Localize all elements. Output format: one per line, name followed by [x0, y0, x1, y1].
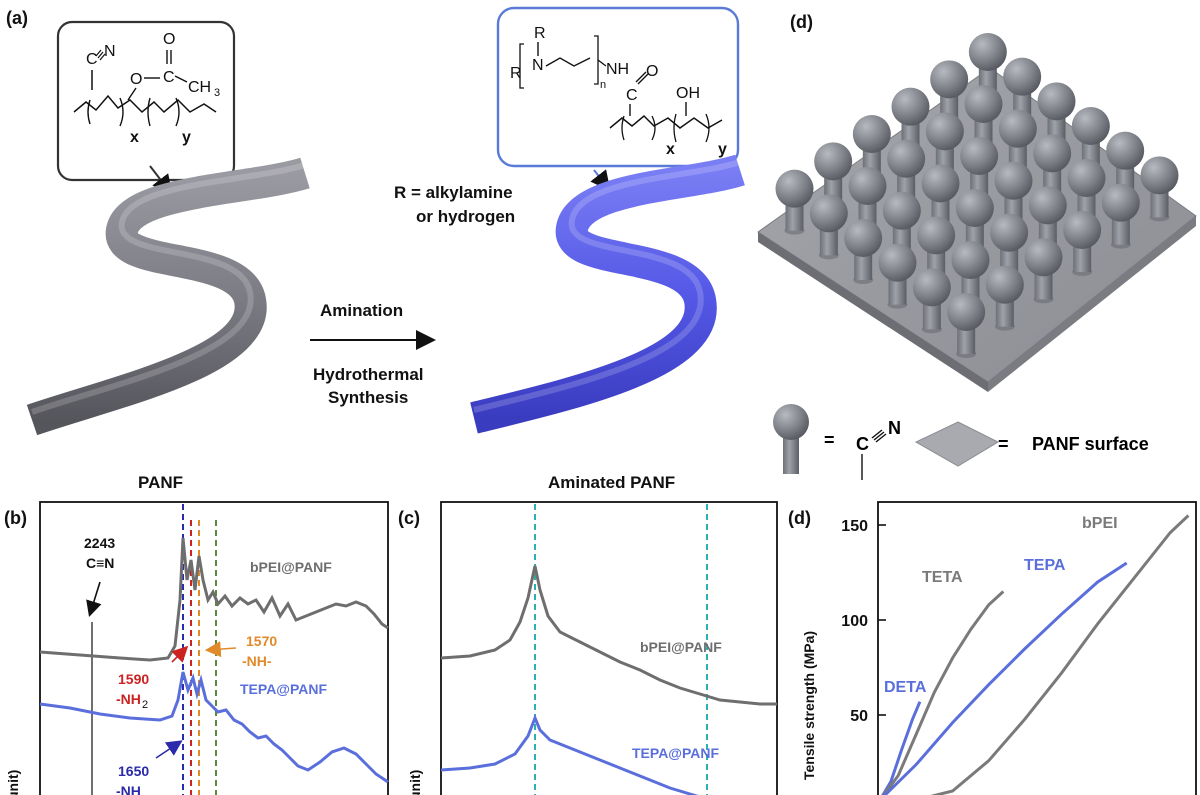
- peak-1590-arrow: [171, 645, 189, 663]
- pillar: [1140, 156, 1179, 222]
- pillar: [878, 243, 917, 309]
- svg-text:O: O: [130, 71, 142, 88]
- panf-structure: C N O C O CH 3 x y: [56, 20, 236, 182]
- trace-tepa-panf: [39, 671, 389, 784]
- svg-text:R: R: [534, 25, 546, 42]
- pillar-array: [775, 33, 1179, 358]
- pillar: [1063, 211, 1102, 276]
- peak-1570-arrow: [204, 641, 237, 658]
- pillar: [1024, 238, 1063, 304]
- series-bpei: [930, 514, 1190, 795]
- panf-label: PANF: [138, 473, 183, 492]
- svg-text:y: y: [182, 129, 191, 146]
- series-label-deta: DETA: [884, 679, 927, 696]
- panel-b-plot: [39, 504, 389, 795]
- series-teta: [881, 590, 1005, 795]
- aminated-panf-label: Aminated PANF: [548, 473, 675, 492]
- panel-c-plot: [441, 504, 777, 795]
- svg-text:=: =: [998, 434, 1009, 454]
- series-label-teta: TETA: [922, 569, 963, 586]
- trace-tepa-panf-c: [441, 713, 699, 795]
- panel-d-frame: [877, 501, 1197, 795]
- peak-2243-arrow: [86, 581, 102, 618]
- svg-text:N: N: [104, 43, 116, 60]
- peak-cn-label: C≡N: [86, 555, 114, 571]
- panf-fiber: [26, 157, 310, 436]
- peak-nh2-sub: 2: [142, 699, 148, 711]
- peak-nh-label: -NH-: [242, 653, 272, 669]
- svg-text:y: y: [718, 141, 727, 158]
- peak-1590-label: 1590: [118, 671, 149, 687]
- svg-text:x: x: [130, 129, 139, 146]
- synthesis-label: Synthesis: [328, 388, 408, 407]
- bpei-panf-label-c: bPEI@PANF: [640, 639, 722, 655]
- panel-b-ylabel: unit): [5, 770, 21, 795]
- surface-icon: [914, 421, 1000, 467]
- svg-text:PANF surface: PANF surface: [1032, 434, 1149, 454]
- peak-nh2-label: -NH: [116, 691, 141, 707]
- svg-text:n: n: [600, 79, 606, 91]
- tepa-panf-label-c: TEPA@PANF: [632, 745, 719, 761]
- amination-label: Amination: [320, 301, 403, 320]
- svg-text:C: C: [86, 51, 98, 68]
- svg-text:C: C: [626, 87, 638, 104]
- panel-c-frame: [440, 501, 778, 795]
- pillar: [947, 293, 986, 358]
- tensile-ylabel: Tensile strength (MPa): [801, 631, 817, 780]
- y-tick-label: 50: [850, 708, 868, 725]
- svg-text:O: O: [163, 31, 175, 48]
- panel-label-a: (a): [6, 8, 28, 28]
- panel-label-c: (c): [398, 508, 420, 528]
- pillar: [809, 194, 848, 260]
- r-definition-1: R = alkylamine: [394, 183, 513, 202]
- pillar-icon: [773, 404, 809, 440]
- pillar: [1101, 183, 1140, 249]
- svg-text:N: N: [888, 418, 901, 438]
- peak-nh-label-2: -NH: [116, 783, 141, 795]
- peak-1570-label: 1570: [246, 633, 277, 649]
- svg-text:3: 3: [214, 87, 220, 99]
- panel-label-d-top: (d): [790, 12, 813, 32]
- svg-text:N: N: [532, 57, 544, 74]
- hydrothermal-label: Hydrothermal: [313, 365, 424, 384]
- aminated-fiber: [470, 154, 745, 434]
- svg-text:C: C: [163, 69, 175, 86]
- r-definition-2: or hydrogen: [416, 207, 515, 226]
- panel-label-b: (b): [4, 508, 27, 528]
- pillar: [844, 219, 883, 284]
- trace-bpei-panf-c: [441, 565, 777, 706]
- pillar: [912, 268, 951, 334]
- series-label-bpei: bPEI: [1082, 515, 1118, 532]
- pillar: [775, 169, 814, 235]
- svg-text:CH: CH: [188, 79, 211, 96]
- y-tick-label: 100: [841, 613, 868, 630]
- panel-c-ylabel: unit): [407, 770, 423, 795]
- svg-text:NH: NH: [606, 61, 629, 78]
- aminated-structure: R R N n NH O C OH x y: [496, 6, 740, 168]
- tepa-panf-label-b: TEPA@PANF: [240, 681, 327, 697]
- peak-2243-label: 2243: [84, 535, 115, 551]
- svg-text:C: C: [856, 434, 869, 454]
- peak-1650-arrow: [155, 740, 183, 759]
- svg-text:R: R: [510, 65, 522, 82]
- svg-text:O: O: [646, 63, 658, 80]
- trace-bpei-panf: [39, 537, 389, 662]
- pillar: [985, 265, 1024, 331]
- svg-text:OH: OH: [676, 85, 700, 102]
- tensile-series: [881, 514, 1190, 795]
- svg-text:x: x: [666, 141, 675, 158]
- peak-1650-label: 1650: [118, 763, 149, 779]
- bpei-panf-label-b: bPEI@PANF: [250, 559, 332, 575]
- panel-label-d-bottom: (d): [788, 508, 811, 528]
- tensile-y-ticks: 150 100 50: [841, 518, 886, 725]
- array-legend: = C N = PANF surface: [773, 404, 1149, 480]
- tensile-series-labels: DETA TETA TEPA bPEI: [884, 515, 1118, 696]
- series-label-tepa: TEPA: [1024, 557, 1066, 574]
- svg-text:=: =: [824, 430, 835, 450]
- series-deta: [881, 701, 922, 795]
- y-tick-label: 150: [841, 518, 868, 535]
- series-tepa: [882, 561, 1128, 795]
